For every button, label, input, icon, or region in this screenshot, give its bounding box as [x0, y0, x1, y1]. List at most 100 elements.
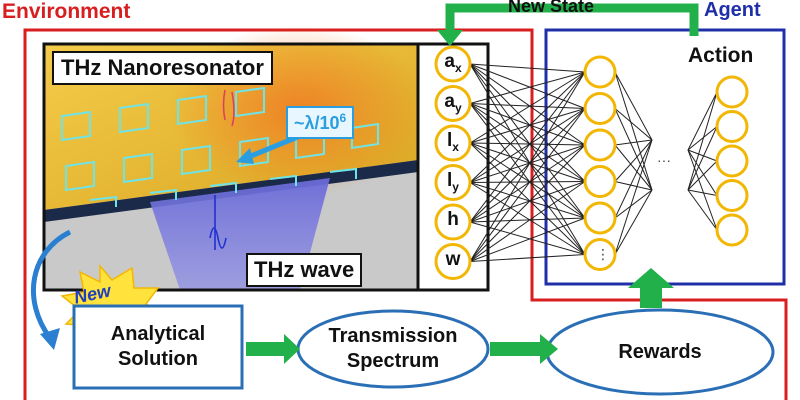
wavelength-exponent: 6 — [339, 111, 347, 125]
output-neuron — [715, 110, 749, 143]
connection-line — [469, 103, 586, 255]
hidden-neuron — [583, 201, 617, 235]
connection-line — [469, 71, 586, 223]
action-label: Action — [688, 44, 754, 67]
connection-line — [469, 221, 586, 255]
connection-line — [469, 108, 586, 144]
network-connections — [469, 63, 718, 262]
input-neuron — [434, 85, 472, 122]
connection-line — [469, 144, 586, 262]
parameter-symbol: h — [447, 209, 459, 230]
connection-line — [469, 142, 586, 146]
input-neuron — [434, 243, 472, 280]
connection-line — [469, 142, 586, 182]
hidden-neuron — [583, 238, 617, 271]
connection-line — [469, 63, 586, 146]
connection-line — [469, 71, 586, 144]
connection-line — [687, 91, 718, 151]
output-neuron — [715, 213, 749, 247]
connection-line — [614, 139, 653, 255]
parameter-ax: ax — [433, 52, 473, 74]
parameter-w: w — [433, 250, 473, 269]
connection-line — [614, 108, 653, 191]
connection-line — [687, 189, 718, 231]
connection-line — [687, 149, 718, 196]
connection-line — [469, 217, 586, 223]
connection-line — [614, 189, 653, 255]
parameter-ay: ay — [433, 92, 473, 114]
environment-label: Environment — [2, 0, 131, 23]
parameter-symbol: a — [444, 51, 455, 72]
parameter-subscript: x — [452, 139, 459, 154]
connection-line — [614, 189, 653, 219]
parameter-symbol: w — [445, 248, 461, 270]
connection-line — [687, 189, 718, 196]
connection-line — [687, 126, 718, 151]
agent-label: Agent — [704, 0, 761, 21]
connection-line — [469, 103, 586, 109]
connection-line — [469, 63, 586, 219]
analytical-line-1: Analytical — [110, 323, 206, 345]
parameter-h: h — [433, 210, 473, 229]
connection-line — [614, 139, 653, 219]
connection-line — [469, 63, 586, 255]
connection-line — [614, 144, 653, 191]
rewards-label: Rewards — [547, 340, 773, 365]
input-neuron — [434, 203, 472, 241]
connection-line — [614, 139, 653, 146]
connection-line — [614, 139, 653, 182]
parameter-subscript: x — [454, 60, 462, 75]
connection-line — [469, 181, 586, 262]
flow-arrow-2 — [490, 334, 558, 364]
transmission-line-1: Transmission — [328, 325, 458, 347]
connection-line — [469, 182, 586, 255]
connection-line — [614, 181, 653, 191]
transmission-spectrum-label: Transmission Spectrum — [298, 324, 488, 374]
output-neuron — [715, 179, 749, 212]
connection-line — [687, 126, 718, 191]
connection-line — [687, 160, 718, 191]
hidden-neuron — [583, 92, 617, 125]
connection-line — [469, 103, 586, 182]
input-neuron — [434, 164, 472, 201]
connection-line — [469, 103, 586, 219]
output-neuron — [715, 75, 749, 109]
connection-line — [469, 181, 586, 223]
parameter-lx: lx — [433, 131, 473, 153]
feedback-arrow — [30, 229, 72, 350]
input-layer — [434, 45, 472, 280]
hidden-neuron — [583, 55, 617, 89]
connection-line — [469, 71, 586, 183]
hidden-layer — [583, 55, 617, 271]
analytical-line-2: Solution — [118, 348, 198, 370]
hidden-layer-ellipsis: ⋮ — [596, 246, 610, 262]
connection-line — [469, 144, 586, 223]
output-layer — [715, 75, 749, 247]
parameter-subscript: y — [452, 179, 459, 194]
transmission-line-2: Spectrum — [346, 350, 440, 372]
connection-line — [469, 63, 586, 182]
parameter-ly: ly — [433, 171, 473, 193]
wavelength-value: ~λ/10 — [294, 113, 340, 133]
wavelength-callout: ~λ/106 — [286, 106, 355, 139]
parameter-symbol: a — [444, 90, 455, 112]
connection-line — [469, 108, 586, 262]
hidden-neuron — [583, 128, 617, 162]
input-neuron — [434, 124, 472, 162]
connection-line — [469, 142, 586, 219]
connection-line — [469, 108, 586, 223]
connection-line — [469, 63, 586, 73]
new-state-label: New State — [508, 0, 595, 16]
analytical-solution-label: Analytical Solution — [74, 322, 242, 372]
hidden-neuron — [583, 165, 617, 198]
nanoresonator-title: THz Nanoresonator — [52, 51, 273, 85]
rewards-text: Rewards — [618, 341, 702, 363]
thz-wave-label: THz wave — [246, 253, 363, 287]
input-neuron — [434, 45, 472, 83]
parameter-symbol: l — [447, 169, 453, 191]
connection-line — [469, 71, 586, 104]
new-state-arrow — [437, 3, 699, 46]
connection-line — [469, 108, 586, 183]
analytical-solution-box — [72, 304, 244, 390]
